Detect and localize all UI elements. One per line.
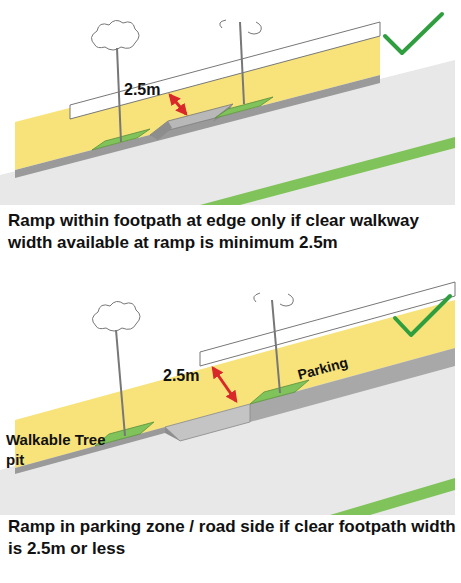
tree-pit-label: Walkable Tree pit xyxy=(6,430,106,469)
bottom-panel xyxy=(0,282,455,515)
dimension-label: 2.5m xyxy=(124,80,160,101)
caption-text: Ramp in parking zone / road side if clea… xyxy=(8,516,456,560)
top-panel xyxy=(0,14,455,205)
dimension-label: 2.5m xyxy=(163,366,199,387)
caption-text: Ramp within footpath at edge only if cle… xyxy=(8,210,453,254)
